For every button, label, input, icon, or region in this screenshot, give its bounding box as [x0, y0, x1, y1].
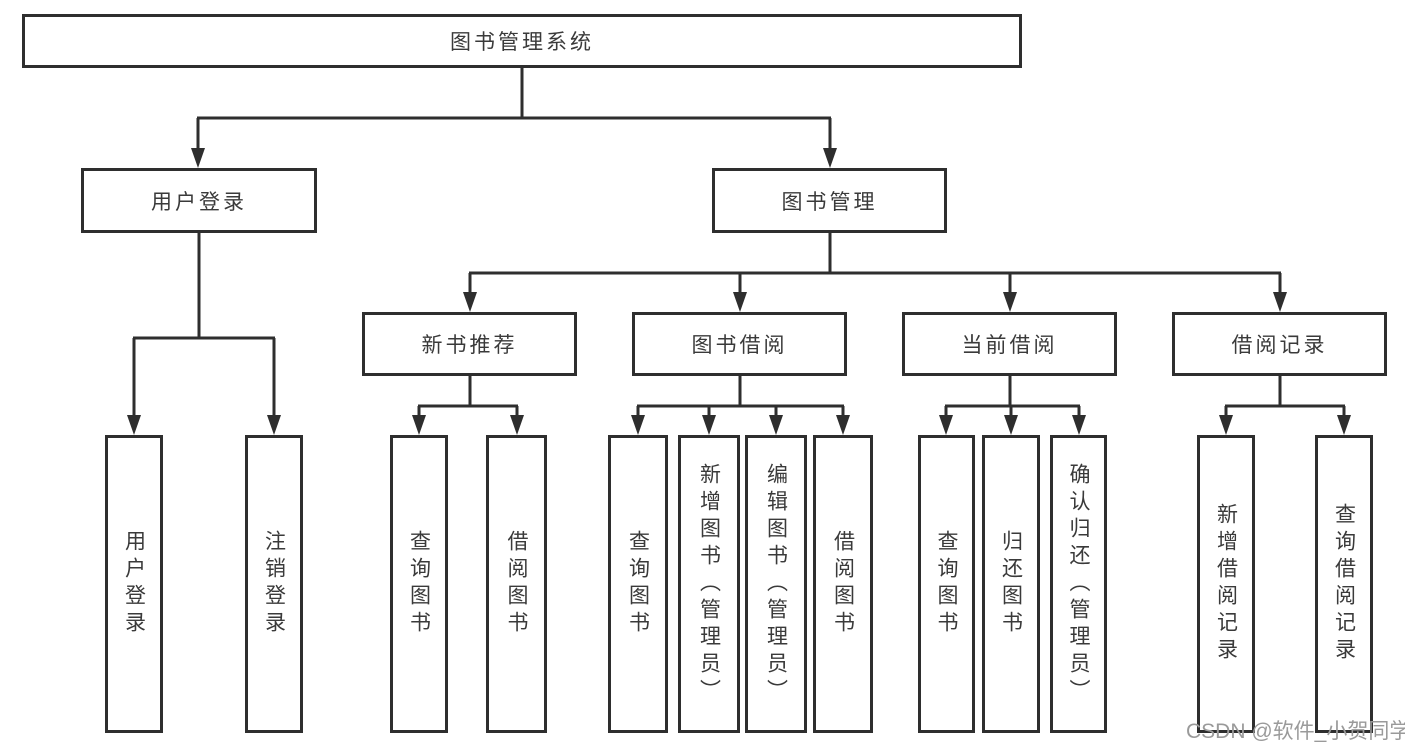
node-label: 借阅图书: [831, 530, 855, 638]
node-label: 编辑图书（管理员）: [764, 462, 788, 706]
leaf-edit-book-admin: 编辑图书（管理员）: [745, 435, 807, 733]
node-label: 查询图书: [407, 530, 431, 638]
leaf-add-book-admin: 新增图书（管理员）: [678, 435, 740, 733]
node-label: 用户登录: [151, 190, 247, 214]
node-library-management-system: 图书管理系统: [22, 14, 1022, 68]
node-label: 新增借阅记录: [1214, 503, 1238, 665]
node-label: 当前借阅: [961, 334, 1058, 357]
leaf-return-book: 归还图书: [982, 435, 1040, 733]
csdn-watermark: CSDN @软件_小贺同学: [1186, 720, 1405, 743]
node-label: 注销登录: [262, 530, 286, 638]
leaf-query-borrow-record: 查询借阅记录: [1315, 435, 1373, 733]
leaf-user-login: 用户登录: [105, 435, 163, 733]
leaf-logout: 注销登录: [245, 435, 303, 733]
node-label: 确认归还（管理员）: [1067, 462, 1090, 706]
node-label: 查询图书: [626, 530, 650, 638]
node-label: 新增图书（管理员）: [697, 462, 721, 706]
node-label: 图书管理系统: [450, 31, 594, 54]
leaf-query-books-current: 查询图书: [918, 435, 975, 733]
node-label: 图书管理: [781, 190, 878, 214]
leaf-borrow-books-recommend: 借阅图书: [486, 435, 547, 733]
leaf-query-books-recommend: 查询图书: [390, 435, 448, 733]
node-user-login-group: 用户登录: [81, 168, 317, 233]
leaf-query-books-borrowing: 查询图书: [608, 435, 668, 733]
leaf-add-borrow-record: 新增借阅记录: [1197, 435, 1255, 733]
node-current-borrowing: 当前借阅: [902, 312, 1117, 376]
leaf-confirm-return-admin: 确认归还（管理员）: [1050, 435, 1107, 733]
node-label: 查询借阅记录: [1332, 503, 1356, 665]
node-book-borrowing: 图书借阅: [632, 312, 847, 376]
node-label: 图书借阅: [691, 334, 788, 357]
node-borrowing-records: 借阅记录: [1172, 312, 1387, 376]
node-label: 借阅记录: [1231, 334, 1328, 357]
node-label: 用户登录: [122, 530, 146, 638]
node-book-management: 图书管理: [712, 168, 947, 233]
node-label: 查询图书: [935, 530, 958, 638]
leaf-borrow-books: 借阅图书: [813, 435, 873, 733]
node-label: 新书推荐: [421, 334, 518, 357]
node-label: 归还图书: [999, 530, 1023, 638]
node-new-book-recommend: 新书推荐: [362, 312, 577, 376]
node-label: 借阅图书: [505, 530, 528, 638]
